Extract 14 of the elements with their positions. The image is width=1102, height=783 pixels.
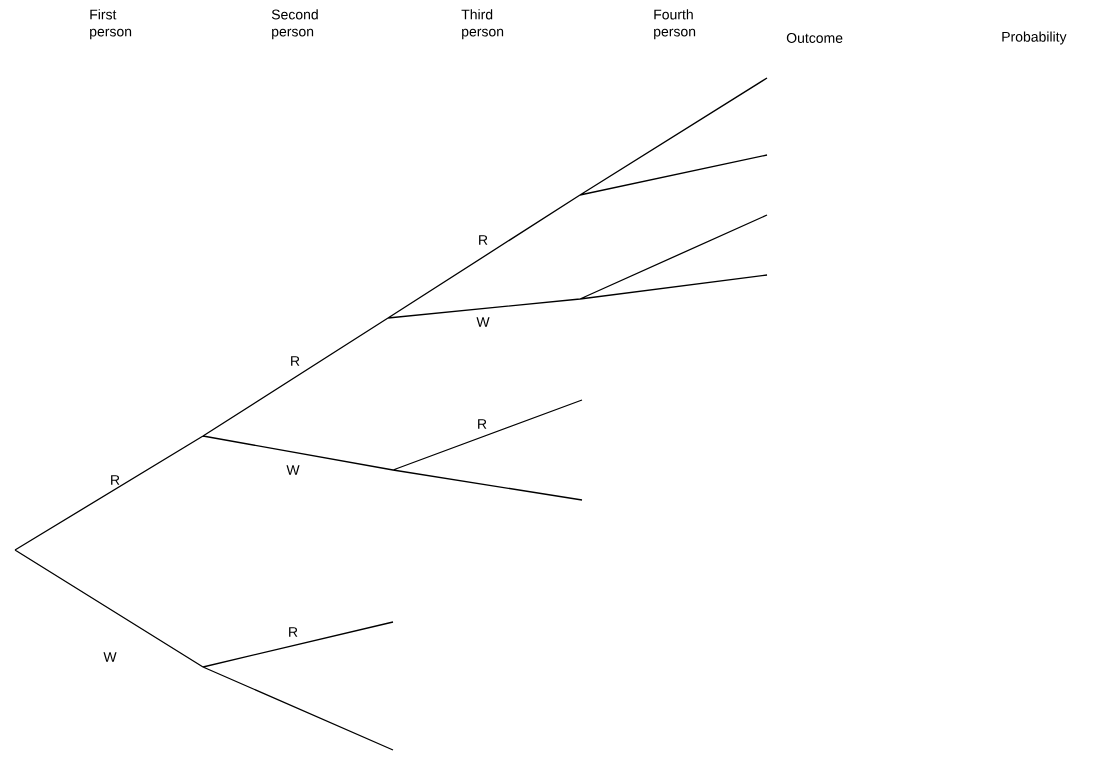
- branch-label: R: [479, 235, 488, 245]
- branch-label: W: [286, 465, 300, 475]
- column-heading: Second person: [271, 9, 318, 40]
- column-heading: Fourth person: [654, 9, 696, 40]
- branch-label: R: [289, 627, 298, 637]
- column-heading: Probability: [1002, 31, 1067, 45]
- branch-label: W: [476, 317, 490, 327]
- branch-label: W: [103, 652, 117, 662]
- branch-label: R: [478, 419, 487, 429]
- column-heading: First person: [90, 9, 132, 40]
- column-heading: Outcome: [786, 33, 843, 43]
- column-heading: Third person: [461, 9, 504, 40]
- branch-label: R: [291, 356, 300, 366]
- branch-label: R: [111, 475, 120, 485]
